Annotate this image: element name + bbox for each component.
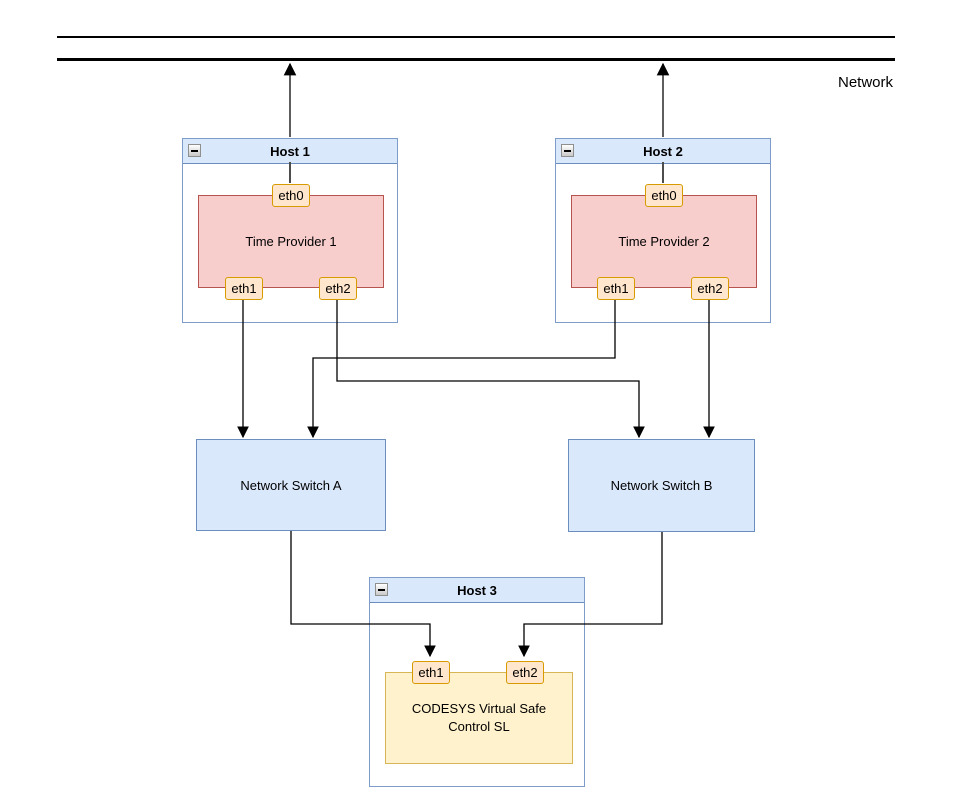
codesys-safe-control-node[interactable]: CODESYS Virtual Safe Control SL	[385, 672, 573, 764]
network-label: Network	[837, 74, 893, 91]
network-bus-line-bottom	[57, 58, 895, 61]
time-provider-2-label: Time Provider 2	[618, 233, 710, 249]
host2-port-eth1[interactable]: eth1	[597, 277, 635, 300]
host1-port-eth0[interactable]: eth0	[272, 184, 310, 207]
collapse-button[interactable]	[188, 144, 201, 157]
network-switch-a-label: Network Switch A	[240, 477, 342, 493]
host3-title: Host 3	[457, 582, 497, 598]
host1-port-eth2[interactable]: eth2	[319, 277, 357, 300]
time-provider-2-node[interactable]: Time Provider 2	[571, 195, 757, 288]
host3-port-eth2[interactable]: eth2	[506, 661, 544, 684]
network-switch-b-node[interactable]: Network Switch B	[568, 439, 755, 532]
collapse-button[interactable]	[375, 583, 388, 596]
host3-port-eth1[interactable]: eth1	[412, 661, 450, 684]
host2-port-eth2[interactable]: eth2	[691, 277, 729, 300]
host2-port-eth0[interactable]: eth0	[645, 184, 683, 207]
host3-group[interactable]: Host 3 CODESYS Virtual Safe Control SL e…	[369, 577, 585, 787]
host1-group[interactable]: Host 1 Time Provider 1 eth0 eth1 eth2	[182, 138, 398, 323]
host2-group[interactable]: Host 2 Time Provider 2 eth0 eth1 eth2	[555, 138, 771, 323]
minus-icon	[191, 149, 198, 152]
time-provider-1-label: Time Provider 1	[245, 233, 337, 249]
host2-titlebar: Host 2	[556, 139, 770, 164]
host1-port-eth1[interactable]: eth1	[225, 277, 263, 300]
host1-title: Host 1	[270, 143, 310, 159]
minus-icon	[564, 149, 571, 152]
collapse-button[interactable]	[561, 144, 574, 157]
network-bus-line-top	[57, 36, 895, 38]
network-switch-b-label: Network Switch B	[610, 478, 713, 493]
time-provider-1-node[interactable]: Time Provider 1	[198, 195, 384, 288]
codesys-safe-control-label: CODESYS Virtual Safe Control SL	[411, 701, 547, 734]
host2-title: Host 2	[643, 143, 683, 159]
host3-titlebar: Host 3	[370, 578, 584, 603]
minus-icon	[378, 588, 385, 591]
network-switch-a-node[interactable]: Network Switch A	[196, 439, 386, 531]
host1-titlebar: Host 1	[183, 139, 397, 164]
